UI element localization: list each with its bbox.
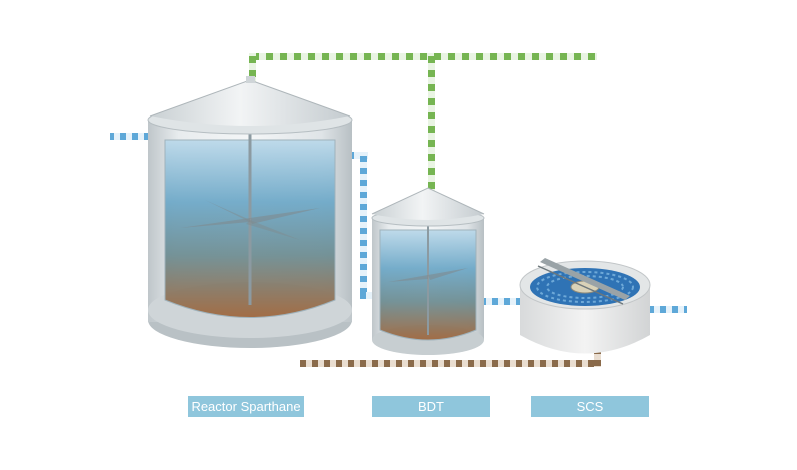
scs-clarifier <box>519 258 651 354</box>
sludge-pipe <box>300 345 601 367</box>
water-pipe <box>110 133 687 313</box>
bdt-tank <box>371 187 485 355</box>
bdt-label: BDT <box>372 396 490 417</box>
reactor-tank <box>147 76 353 348</box>
scs-label: SCS <box>531 396 649 417</box>
gas-pipe <box>249 53 597 191</box>
reactor-sparthane-label: Reactor Sparthane <box>188 396 304 417</box>
